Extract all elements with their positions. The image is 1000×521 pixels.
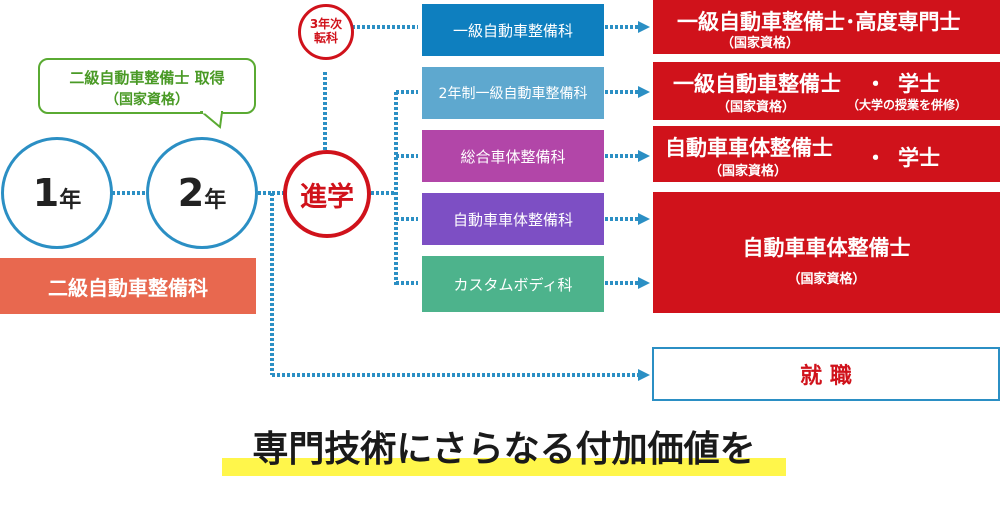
- transfer-line1: 3年次: [309, 17, 343, 32]
- year1-unit: 年: [59, 188, 82, 213]
- tagline-highlight: [222, 458, 786, 476]
- outcome3-extra: 学士: [898, 146, 940, 170]
- callout-line1: 二級自動車整備士 取得: [69, 69, 225, 87]
- advance-circle: 進学: [283, 150, 371, 238]
- course-label-2: 2年制一級自動車整備科: [438, 86, 588, 102]
- course-box-2: 2年制一級自動車整備科: [422, 67, 604, 119]
- outcome4-sub: （国家資格）: [787, 272, 866, 287]
- license-callout: 二級自動車整備士 取得 （国家資格）: [38, 58, 256, 114]
- employment-box: 就 職: [652, 347, 1000, 401]
- course-label-4: 自動車車体整備科: [452, 210, 573, 229]
- employment-label: 就 職: [800, 364, 852, 389]
- year2-number: 2: [177, 171, 205, 215]
- arrowhead-employment: [638, 369, 650, 381]
- course-box-1: 一級自動車整備科: [422, 4, 604, 56]
- outcome3-dot: ・: [865, 146, 886, 170]
- outcome2-dot: ・: [865, 72, 886, 96]
- year2-circle: 2 年: [146, 137, 258, 249]
- year2-unit: 年: [204, 188, 227, 213]
- course-label-3: 総合車体整備科: [460, 147, 566, 166]
- outcome-box-3: 自動車車体整備士 ・ 学士 （国家資格）: [653, 126, 1000, 182]
- arrowhead-course3: [638, 150, 650, 162]
- year1-circle: 1 年: [1, 137, 113, 249]
- course-label-1: 一級自動車整備科: [452, 21, 573, 40]
- callout-tail: [200, 111, 224, 129]
- callout-line2: （国家資格）: [105, 92, 189, 108]
- first-course-label: 二級自動車整備科: [48, 275, 208, 300]
- outcome3-sub: （国家資格）: [709, 164, 788, 179]
- course-label-5: カスタムボディ科: [453, 275, 573, 294]
- outcome1-main: 一級自動車整備士･高度専門士: [677, 10, 961, 34]
- outcome2-extra: 学士: [898, 72, 940, 96]
- arrowhead-course5: [638, 277, 650, 289]
- arrowhead-course1: [638, 21, 650, 33]
- transfer-line2: 転科: [313, 31, 338, 45]
- first-course-bar: 二級自動車整備科: [0, 258, 256, 314]
- arrowhead-course2: [638, 86, 650, 98]
- transfer-circle: 3年次 転科: [298, 4, 354, 60]
- course-box-3: 総合車体整備科: [422, 130, 604, 182]
- outcome4-main: 自動車車体整備士: [742, 236, 911, 260]
- outcome2-main: 一級自動車整備士: [673, 72, 841, 96]
- outcome-box-2: 一級自動車整備士 ・ 学士 （国家資格） （大学の授業を併修）: [653, 62, 1000, 120]
- outcome2-note: （大学の授業を併修）: [847, 98, 968, 112]
- outcome2-sub: （国家資格）: [717, 100, 796, 115]
- year1-number: 1: [32, 171, 60, 215]
- outcome3-main: 自動車車体整備士: [665, 136, 833, 160]
- outcome-box-4: 自動車車体整備士 （国家資格）: [653, 192, 1000, 313]
- arrowhead-course4: [638, 213, 650, 225]
- course-box-5: カスタムボディ科: [422, 256, 604, 312]
- outcome-box-1: 一級自動車整備士･高度専門士 （国家資格）: [653, 0, 1000, 54]
- course-box-4: 自動車車体整備科: [422, 193, 604, 245]
- tagline: 専門技術にさらなる付加価値を: [252, 429, 756, 470]
- advance-label: 進学: [300, 181, 354, 213]
- outcome1-sub: （国家資格）: [721, 36, 800, 51]
